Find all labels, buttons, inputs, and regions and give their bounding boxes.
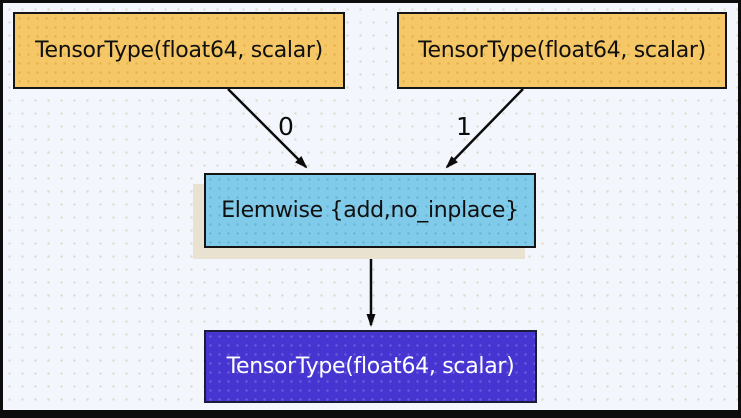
edge-input1-to-op [445, 88, 524, 169]
node-label-op: Elemwise {add,no_inplace} [221, 198, 519, 223]
node-tensortype-output: TensorType(float64, scalar) [204, 330, 537, 403]
edge-input0-to-op [227, 88, 308, 169]
node-tensortype-input-0: TensorType(float64, scalar) [13, 12, 345, 89]
node-label-output: TensorType(float64, scalar) [226, 354, 515, 379]
edge-label-0: 0 [278, 112, 294, 141]
node-label-input-0: TensorType(float64, scalar) [35, 38, 323, 63]
edge-label-1: 1 [456, 112, 472, 141]
node-tensortype-input-1: TensorType(float64, scalar) [397, 12, 727, 89]
node-elemwise-add-op: Elemwise {add,no_inplace} [204, 173, 536, 248]
node-label-input-1: TensorType(float64, scalar) [418, 38, 706, 63]
